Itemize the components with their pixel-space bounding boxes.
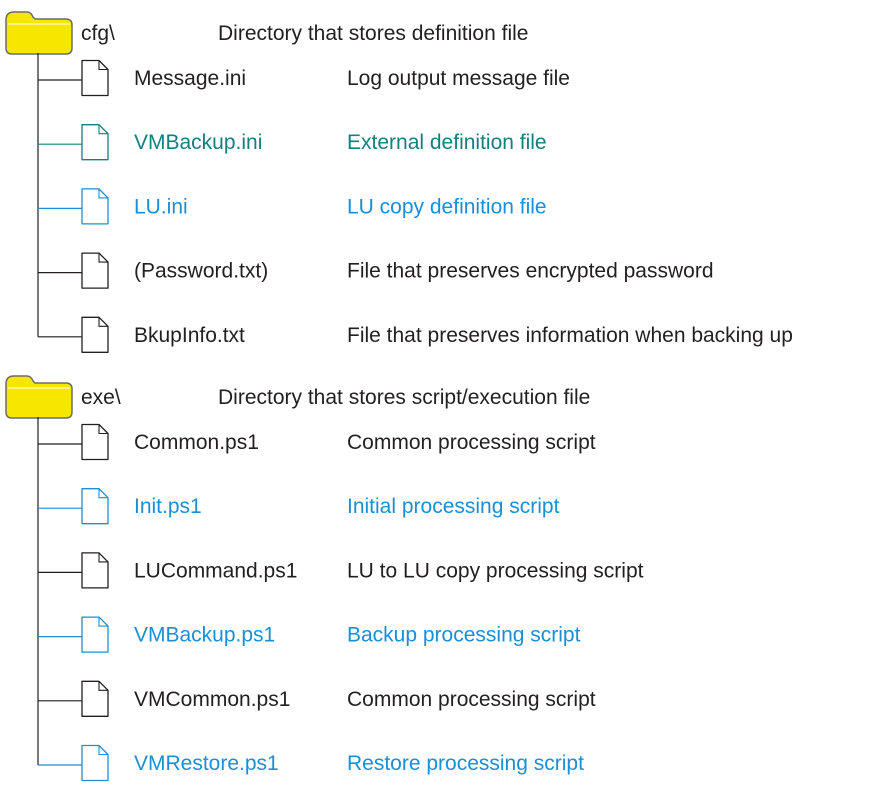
folder-name: exe\ (81, 386, 121, 409)
file-row: LU.ini LU copy definition file (38, 188, 547, 225)
file-name: Common.ps1 (134, 431, 259, 454)
file-icon (81, 59, 109, 97)
file-description: File that preserves encrypted password (347, 260, 714, 283)
file-name: VMBackup.ini (134, 131, 262, 154)
file-icon (81, 616, 109, 653)
file-name: BkupInfo.txt (134, 324, 245, 347)
file-icon (81, 316, 109, 353)
file-description: File that preserves information when bac… (347, 324, 793, 347)
file-description: Common processing script (347, 688, 596, 711)
file-description: Restore processing script (347, 752, 584, 775)
file-row: (Password.txt) File that preserves encryp… (38, 252, 714, 289)
file-name: VMRestore.ps1 (134, 752, 279, 775)
file-description: LU to LU copy processing script (347, 559, 644, 582)
file-icon (81, 680, 109, 717)
folder-group: exe\ Directory that stores script/executi… (5, 375, 644, 782)
file-row: Init.ps1 Initial processing script (38, 488, 560, 525)
file-icon (81, 552, 109, 589)
file-row: Common.ps1 Common processing script (38, 423, 596, 461)
file-icon (81, 423, 109, 461)
folder-description: Directory that stores script/execution f… (218, 386, 590, 409)
file-row: VMBackup.ini External definition file (38, 124, 547, 161)
folder-icon (5, 11, 73, 55)
file-icon (81, 188, 109, 225)
file-description: Common processing script (347, 431, 596, 454)
file-row: VMRestore.ps1 Restore processing script (38, 744, 584, 782)
file-description: LU copy definition file (347, 195, 547, 218)
folder-description: Directory that stores definition file (218, 22, 528, 45)
file-name: VMBackup.ps1 (134, 624, 275, 647)
file-description: Initial processing script (347, 495, 560, 518)
folder-group: cfg\ Directory that stores definition fil… (5, 11, 793, 353)
file-name: VMCommon.ps1 (134, 688, 290, 711)
folder-icon (5, 375, 73, 419)
file-row: VMBackup.ps1 Backup processing script (38, 616, 581, 653)
file-name: Message.ini (134, 67, 246, 90)
file-description: External definition file (347, 131, 547, 154)
file-row: BkupInfo.txt File that preserves informat… (38, 316, 793, 353)
file-icon (81, 252, 109, 289)
file-name: LUCommand.ps1 (134, 559, 297, 582)
file-row: VMCommon.ps1 Common processing script (38, 680, 596, 717)
file-icon (81, 124, 109, 161)
file-name: (Password.txt) (134, 260, 268, 283)
file-description: Backup processing script (347, 624, 581, 647)
file-name: Init.ps1 (134, 495, 202, 518)
file-name: LU.ini (134, 195, 188, 218)
folder-name: cfg\ (81, 22, 115, 45)
file-description: Log output message file (347, 67, 570, 90)
file-row: Message.ini Log output message file (38, 59, 570, 97)
file-icon (81, 744, 109, 782)
file-row: LUCommand.ps1 LU to LU copy processing sc… (38, 552, 644, 589)
file-icon (81, 488, 109, 525)
